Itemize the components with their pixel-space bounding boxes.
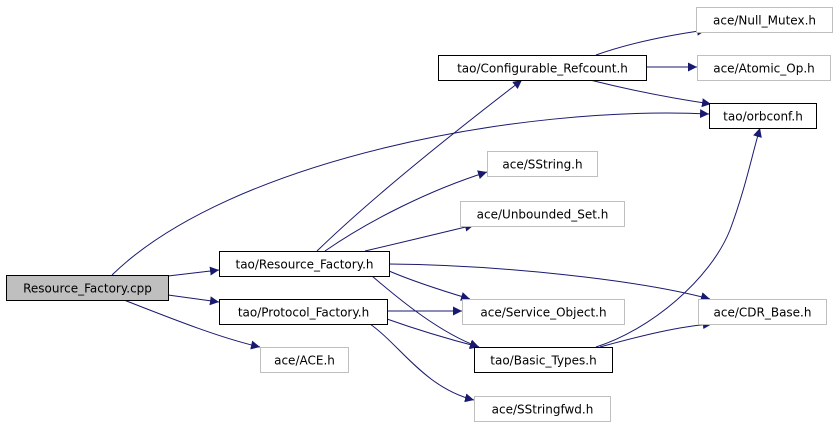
node-ace_ace_h: ace/ACE.h [260,347,349,373]
node-box [698,299,827,325]
node-ace_sstring_h: ace/SString.h [487,151,598,177]
edge-resource_factory_cpp-to-tao_orbconf_h [111,109,710,276]
node-label: ace/Atomic_Op.h [713,62,815,76]
nodes: Resource_Factory.cpp tao/Resource_Factory… [6,7,833,422]
edges [111,26,762,403]
edge-tao_configurable_refcount_h-to-ace_null_mutex_h [595,26,707,56]
edge-tao_protocol_factory_h-to-ace_sstringfwd_h [369,323,475,403]
node-tao_protocol_factory_h[interactable]: tao/Protocol_Factory.h [219,299,388,325]
node-box [438,55,647,81]
edge-tao_resource_factory_h-to-ace_cdr_base_h [388,263,711,301]
node-ace_null_mutex_h: ace/Null_Mutex.h [696,7,833,33]
edge-tao_resource_factory_h-to-tao_configurable_refcount_h [316,79,523,252]
node-ace_cdr_base_h: ace/CDR_Base.h [698,299,827,325]
node-ace_atomic_op_h: ace/Atomic_Op.h [697,55,831,81]
node-box [219,299,388,325]
edge-resource_factory_cpp-to-ace_ace_h [123,299,261,350]
edge-resource_factory_cpp-to-tao_resource_factory_h [167,266,220,277]
node-box [6,275,169,301]
node-box [462,299,625,325]
edge-tao_resource_factory_h-to-ace_sstring_h [324,170,488,252]
edge-tao_resource_factory_h-to-tao_basic_types_h [371,275,480,349]
node-label: tao/Protocol_Factory.h [238,306,369,320]
edge-tao_protocol_factory_h-to-tao_basic_types_h [386,318,480,350]
node-box [460,201,625,227]
node-label: tao/orbconf.h [723,110,803,124]
edge-tao_configurable_refcount_h-to-tao_orbconf_h [589,79,712,108]
node-label: ace/Unbounded_Set.h [477,208,609,222]
edge-tao_resource_factory_h-to-ace_unbounded_set_h [364,222,475,252]
node-box [696,7,833,33]
node-box [697,55,831,81]
node-tao_resource_factory_h[interactable]: tao/Resource_Factory.h [219,251,390,277]
node-label: ace/Service_Object.h [480,306,606,320]
node-label: tao/Basic_Types.h [490,354,596,368]
node-box [709,103,817,129]
edge-tao_basic_types_h-to-tao_orbconf_h [595,127,762,348]
node-box [260,347,349,373]
node-label: ace/CDR_Base.h [714,306,812,320]
edge-tao_basic_types_h-to-ace_cdr_base_h [599,320,713,348]
node-box [474,347,613,373]
edge-resource_factory_cpp-to-tao_protocol_factory_h [167,294,220,306]
node-box [219,251,390,277]
node-ace_service_object_h: ace/Service_Object.h [462,299,625,325]
node-label: tao/Resource_Factory.h [235,258,373,272]
node-box [474,396,611,422]
node-ace_sstringfwd_h: ace/SStringfwd.h [474,396,611,422]
node-tao_orbconf_h[interactable]: tao/orbconf.h [709,103,817,129]
node-label: ace/SStringfwd.h [492,403,594,417]
node-label: Resource_Factory.cpp [23,282,152,296]
edge-tao_resource_factory_h-to-ace_service_object_h [388,270,471,301]
node-label: tao/Configurable_Refcount.h [457,62,628,76]
node-tao_basic_types_h[interactable]: tao/Basic_Types.h [474,347,613,373]
node-resource_factory_cpp[interactable]: Resource_Factory.cpp [6,275,169,301]
node-label: ace/SString.h [502,158,582,172]
node-box [487,151,598,177]
node-label: ace/Null_Mutex.h [713,14,816,28]
node-label: ace/ACE.h [274,354,335,368]
node-tao_configurable_refcount_h[interactable]: tao/Configurable_Refcount.h [438,55,647,81]
node-ace_unbounded_set_h: ace/Unbounded_Set.h [460,201,625,227]
